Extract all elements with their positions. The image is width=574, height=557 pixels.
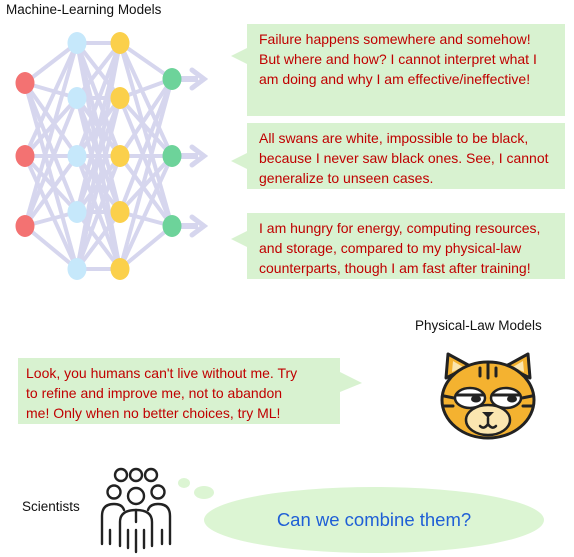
bubble-line: Failure happens somewhere and somehow!	[259, 31, 531, 47]
output-arrow-head	[189, 67, 209, 91]
network-edge	[23, 82, 79, 270]
bubble-pointer	[340, 372, 362, 392]
output-node	[162, 145, 182, 167]
network-edge	[23, 82, 79, 213]
thought-dot-large	[194, 486, 214, 499]
network-edge	[118, 78, 174, 270]
tiger-face-icon	[440, 352, 536, 440]
bubble-line: me! Only when no better choices, try ML!	[26, 405, 281, 421]
network-edge	[23, 155, 79, 270]
network-edges	[23, 41, 174, 271]
network-edge	[75, 42, 122, 270]
output-arrows	[172, 67, 209, 238]
neural-network-icon	[15, 32, 209, 280]
network-edge	[23, 81, 79, 158]
input-node	[15, 145, 35, 167]
physical-law-models-title: Physical-Law Models	[415, 318, 542, 333]
bubble-line: because I never saw black ones. See, I c…	[259, 150, 549, 166]
network-edge	[75, 41, 122, 100]
thought-bubble	[204, 487, 544, 553]
output-arrow-head	[189, 144, 209, 168]
ml-interpretability-bubble: Failure happens somewhere and somehow! B…	[231, 24, 565, 116]
hidden-node	[110, 87, 130, 109]
hidden-node	[67, 145, 87, 167]
bubble-line: Look, you humans can't live without me. …	[26, 365, 298, 381]
network-edge	[23, 224, 79, 271]
network-edge	[23, 42, 79, 157]
physical-law-bubble: Look, you humans can't live without me. …	[18, 358, 340, 424]
network-edge	[118, 42, 174, 227]
network-edge	[75, 210, 122, 271]
bubble-line: counterparts, though I am fast after tra…	[259, 260, 531, 276]
ml-models-title: Machine-Learning Models	[6, 2, 162, 17]
output-node	[162, 68, 182, 90]
network-edge	[118, 96, 174, 158]
bubble-line: But where and how? I cannot interpret wh…	[259, 51, 537, 67]
ml-generalization-bubble: All swans are white, impossible to be bl…	[231, 123, 565, 189]
network-edge	[75, 155, 122, 270]
thought-bubble-text: Can we combine them?	[276, 509, 472, 530]
ml-resources-bubble: I am hungry for energy, computing resour…	[231, 213, 565, 279]
network-edge	[23, 42, 79, 227]
network-edge	[23, 154, 79, 214]
thought-dot-small	[178, 478, 190, 488]
output-node	[162, 215, 182, 237]
network-edge	[118, 42, 174, 157]
network-edge	[118, 41, 174, 81]
hidden-node	[110, 32, 130, 54]
network-edge	[23, 96, 79, 158]
network-edge	[23, 97, 79, 227]
hidden-node	[110, 258, 130, 280]
hidden-node	[110, 145, 130, 167]
hidden-node	[67, 258, 87, 280]
hidden-node	[67, 87, 87, 109]
scientists-label: Scientists	[22, 499, 80, 514]
input-node	[15, 215, 35, 237]
network-edge	[118, 78, 174, 213]
bubble-line: I am hungry for energy, computing resour…	[259, 220, 541, 236]
bubble-line: am doing and why I am effective/ineffect…	[259, 71, 531, 87]
network-edge	[118, 154, 174, 228]
bubble-line: to refine and improve me, not to abandon	[26, 385, 283, 401]
network-nodes	[15, 32, 182, 280]
hidden-node	[67, 201, 87, 223]
network-edge	[23, 41, 79, 85]
output-arrow-head	[189, 214, 209, 238]
network-edge	[118, 224, 174, 271]
hidden-node	[67, 32, 87, 54]
group-of-people-icon	[100, 467, 172, 554]
network-edge	[118, 97, 174, 227]
input-node	[15, 72, 35, 94]
bubble-line: All swans are white, impossible to be bl…	[259, 130, 529, 146]
network-edge	[118, 155, 174, 270]
network-edge	[75, 42, 122, 157]
network-edge	[75, 97, 122, 270]
hidden-node	[110, 201, 130, 223]
network-edge	[23, 154, 79, 228]
bubble-line: and storage, compared to my physical-law	[259, 240, 522, 256]
bubble-line: generalize to unseen cases.	[259, 170, 434, 186]
network-edge	[118, 154, 174, 214]
network-edge	[118, 77, 174, 158]
